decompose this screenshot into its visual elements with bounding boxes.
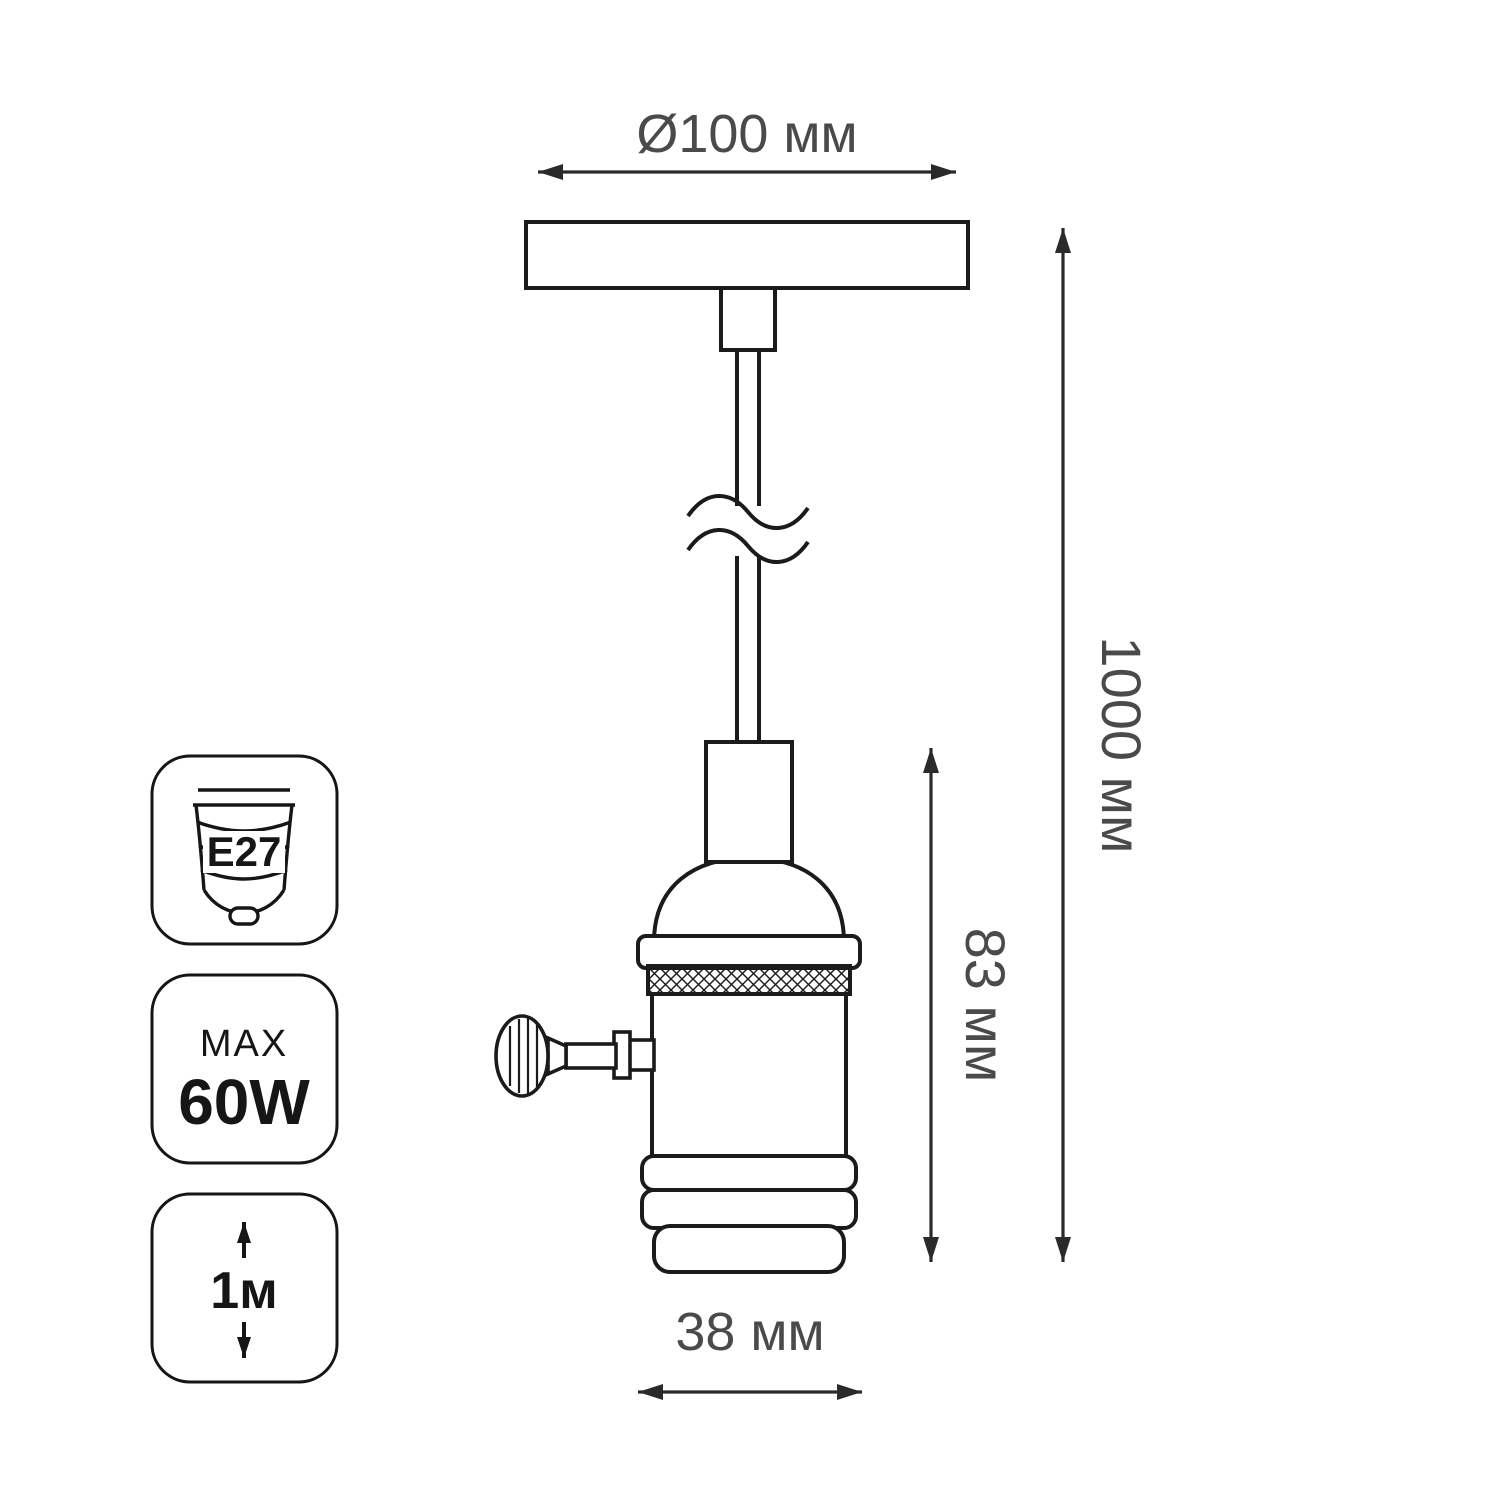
switch-rod [564, 1042, 618, 1070]
switch-knob [494, 1014, 656, 1098]
socket-height-dimension: 83 мм [923, 748, 1017, 1262]
socket-bottom-cap [652, 1224, 846, 1274]
e27-label-backplate [203, 831, 285, 873]
socket-shoulder-dome [651, 855, 847, 944]
socket-type-label: E27 [207, 828, 282, 875]
ceiling-plate-body [524, 220, 970, 290]
socket-flange-ring [636, 934, 862, 970]
cable-length-label: 1м [210, 1262, 277, 1320]
diameter-top-label: Ø100 мм [636, 104, 857, 164]
switch-mount [626, 1038, 656, 1072]
badge-cable-length-frame [150, 1192, 339, 1384]
max-power-value: 60W [178, 1066, 310, 1138]
socket-neck [704, 740, 794, 864]
socket-bottom-ring-1 [640, 1154, 858, 1192]
badge-max-power-frame [150, 973, 339, 1165]
socket-body [650, 992, 848, 1162]
lamp-socket [636, 740, 862, 1274]
ceiling-plate [524, 220, 970, 352]
socket-bottom-ring-2 [640, 1188, 858, 1230]
badge-socket-type: E27 [150, 754, 339, 946]
socket-diameter-label: 38 мм [675, 1302, 824, 1362]
socket-knurled-band [646, 964, 852, 996]
total-height-label: 1000 мм [1090, 636, 1153, 853]
cable [686, 350, 810, 746]
switch-wheel-ridges [508, 1018, 539, 1094]
switch-thumb-wheel [494, 1014, 550, 1098]
switch-cone [546, 1035, 568, 1077]
total-height-dimension: 1000 мм [1055, 228, 1153, 1262]
top-diameter-dimension: Ø100 мм [538, 104, 956, 180]
max-label: MAX [200, 1023, 288, 1065]
badge-cable-length: 1м [150, 1192, 339, 1384]
socket-diameter-dimension: 38 мм [638, 1302, 862, 1400]
socket-height-label: 83 мм [954, 928, 1017, 1083]
ceiling-plate-neck [719, 286, 777, 352]
cable-break-icon [686, 494, 810, 564]
badge-max-power: MAX 60W [150, 973, 339, 1165]
